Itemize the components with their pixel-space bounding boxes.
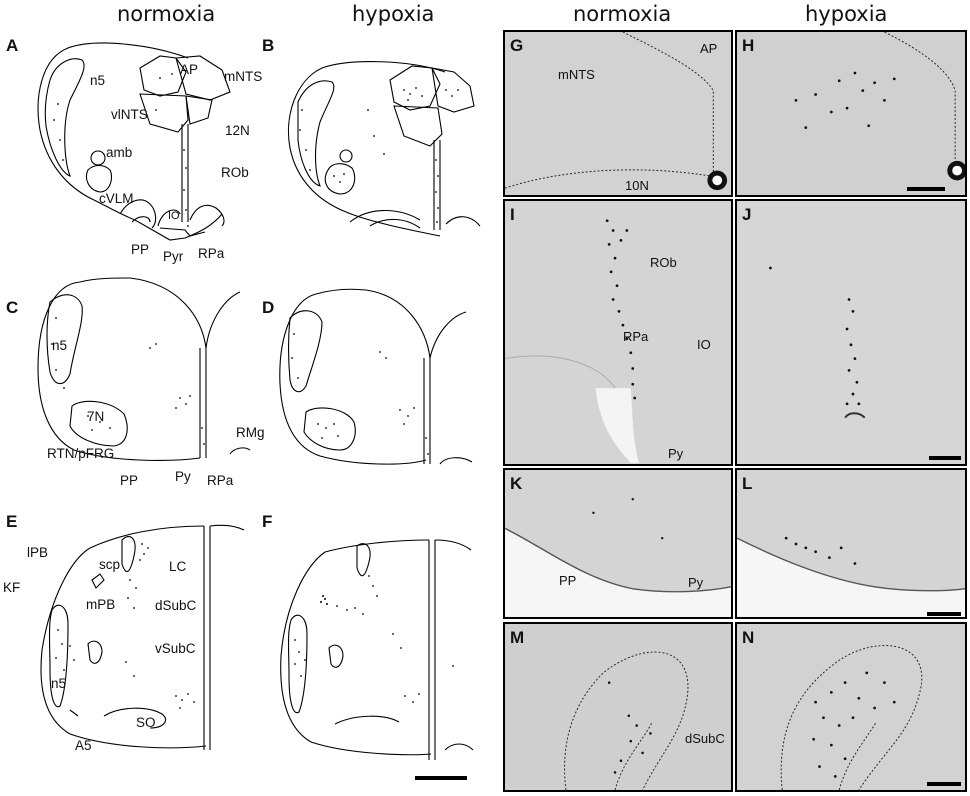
- label-c-rtn: RTN/pFRG: [47, 446, 115, 461]
- label-i-io: IO: [697, 337, 711, 352]
- drawing-medulla-hypoxia: [270, 50, 490, 245]
- label-c-n5: n5: [52, 338, 68, 353]
- label-k-py: Py: [688, 575, 704, 590]
- label-c-rpa: RPa: [207, 473, 234, 488]
- label-i-py: Py: [668, 446, 684, 461]
- panel-label-l: L: [742, 474, 753, 493]
- micrograph-m: M dSubC: [503, 622, 733, 792]
- micrograph-h: H: [735, 30, 967, 197]
- drawing-pons-e-normoxia: [30, 520, 250, 760]
- column-title-hypoxia-right: hypoxia: [805, 2, 888, 26]
- scale-bar-l: [927, 612, 961, 616]
- label-a-io: IO: [168, 210, 180, 222]
- label-e-so: SO: [136, 715, 156, 730]
- label-a-cvlm: cVLM: [99, 191, 134, 206]
- label-m-dsubc: dSubC: [685, 731, 725, 746]
- label-a-amb: amb: [106, 145, 133, 160]
- micrograph-n: N: [735, 622, 967, 792]
- label-a-rob: ROb: [221, 165, 249, 180]
- label-c-rmg: RMg: [236, 425, 265, 440]
- column-title-normoxia-right: normoxia: [573, 2, 672, 26]
- label-c-pp: PP: [120, 473, 139, 488]
- label-c-py: Py: [175, 469, 191, 484]
- panel-label-j: J: [742, 205, 752, 224]
- scale-bar-h: [907, 187, 945, 191]
- label-a-12n: 12N: [225, 123, 250, 138]
- label-a-ap: AP: [180, 62, 199, 77]
- label-e-lpb: lPB: [27, 545, 49, 560]
- label-e-dsubc: dSubC: [155, 598, 197, 613]
- label-k-pp: PP: [559, 573, 577, 588]
- drawing-pons-c-normoxia: [30, 277, 251, 483]
- label-a-mnts: mNTS: [224, 69, 263, 84]
- scale-bar-n: [927, 782, 961, 786]
- micrograph-k: K PP Py: [503, 468, 733, 619]
- label-e-lc: LC: [169, 559, 187, 574]
- label-g-ap: AP: [700, 41, 718, 56]
- panel-label-b: B: [262, 36, 275, 55]
- panel-label-i: I: [510, 205, 515, 224]
- label-a-rpa: RPa: [198, 246, 225, 261]
- label-e-a5: A5: [75, 738, 92, 753]
- label-i-rpa: RPa: [623, 329, 649, 344]
- drawing-pons-d-hypoxia: [276, 288, 476, 470]
- column-title-hypoxia-left: hypoxia: [352, 2, 435, 26]
- label-e-kf: KF: [3, 580, 21, 595]
- panel-label-c: C: [6, 298, 19, 317]
- micrograph-i: I ROb RPa IO Py: [503, 199, 733, 466]
- label-a-vlnts: vlNTS: [111, 107, 148, 122]
- column-title-normoxia-left: normoxia: [117, 2, 216, 26]
- label-e-mpb: mPB: [86, 597, 116, 612]
- label-a-pp: PP: [131, 242, 150, 257]
- micrograph-j: J: [735, 199, 967, 466]
- panel-label-m: M: [510, 628, 525, 647]
- label-a-pyr: Pyr: [163, 249, 184, 264]
- label-e-vsubc: vSubC: [155, 641, 196, 656]
- panel-label-e: E: [6, 512, 18, 531]
- micrograph-l: L: [735, 468, 967, 619]
- panel-label-g: G: [510, 36, 524, 55]
- scale-bar-drawings: [415, 776, 467, 780]
- drawing-pons-f-hypoxia: [275, 536, 475, 766]
- label-a-n5: n5: [90, 73, 106, 88]
- panel-label-a: A: [6, 36, 19, 55]
- scale-bar-j: [929, 456, 961, 460]
- panel-label-k: K: [510, 474, 523, 493]
- panel-label-d: D: [262, 298, 275, 317]
- label-g-10n: 10N: [625, 178, 649, 193]
- label-g-mnts: mNTS: [558, 67, 595, 82]
- label-e-scp: scp: [99, 557, 121, 572]
- micrograph-g: G AP mNTS 10N: [503, 30, 733, 197]
- label-c-7n: 7N: [87, 409, 105, 424]
- drawing-medulla-normoxia: [0, 0, 250, 262]
- panel-label-h: H: [742, 36, 755, 55]
- panel-label-f: F: [262, 512, 273, 531]
- panel-label-n: N: [742, 628, 755, 647]
- label-e-n5: n5: [51, 676, 67, 691]
- label-i-rob: ROb: [650, 255, 677, 270]
